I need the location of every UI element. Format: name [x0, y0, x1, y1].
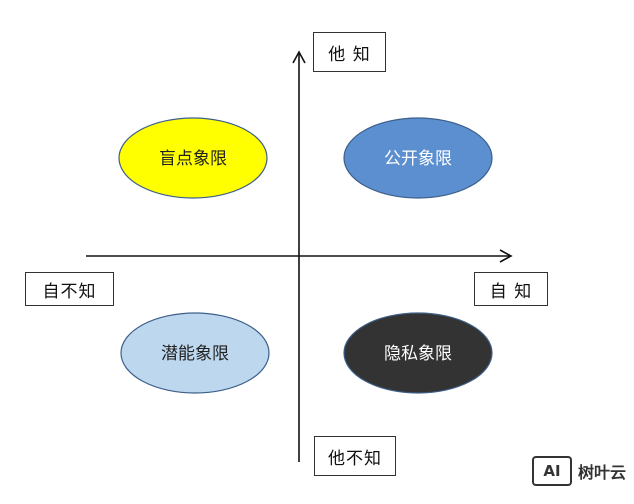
quadrant-label: 潜能象限 [161, 344, 229, 364]
quadrant-potential: 潜能象限 [120, 312, 270, 394]
right-axis-label: 自 知 [474, 272, 548, 306]
watermark-logo-icon: AI [531, 456, 572, 486]
top-axis-label: 他 知 [313, 32, 386, 72]
quadrant-open: 公开象限 [343, 117, 493, 199]
left-axis-label: 自不知 [25, 272, 114, 306]
watermark: AI 树叶云 [531, 456, 626, 486]
bottom-axis-label: 他不知 [314, 436, 396, 476]
quadrant-label: 盲点象限 [159, 149, 227, 169]
quadrant-blind: 盲点象限 [118, 117, 268, 199]
quadrant-private: 隐私象限 [343, 312, 493, 394]
quadrant-label: 隐私象限 [384, 344, 452, 364]
quadrant-label: 公开象限 [384, 149, 452, 169]
watermark-text: 树叶云 [577, 463, 626, 482]
